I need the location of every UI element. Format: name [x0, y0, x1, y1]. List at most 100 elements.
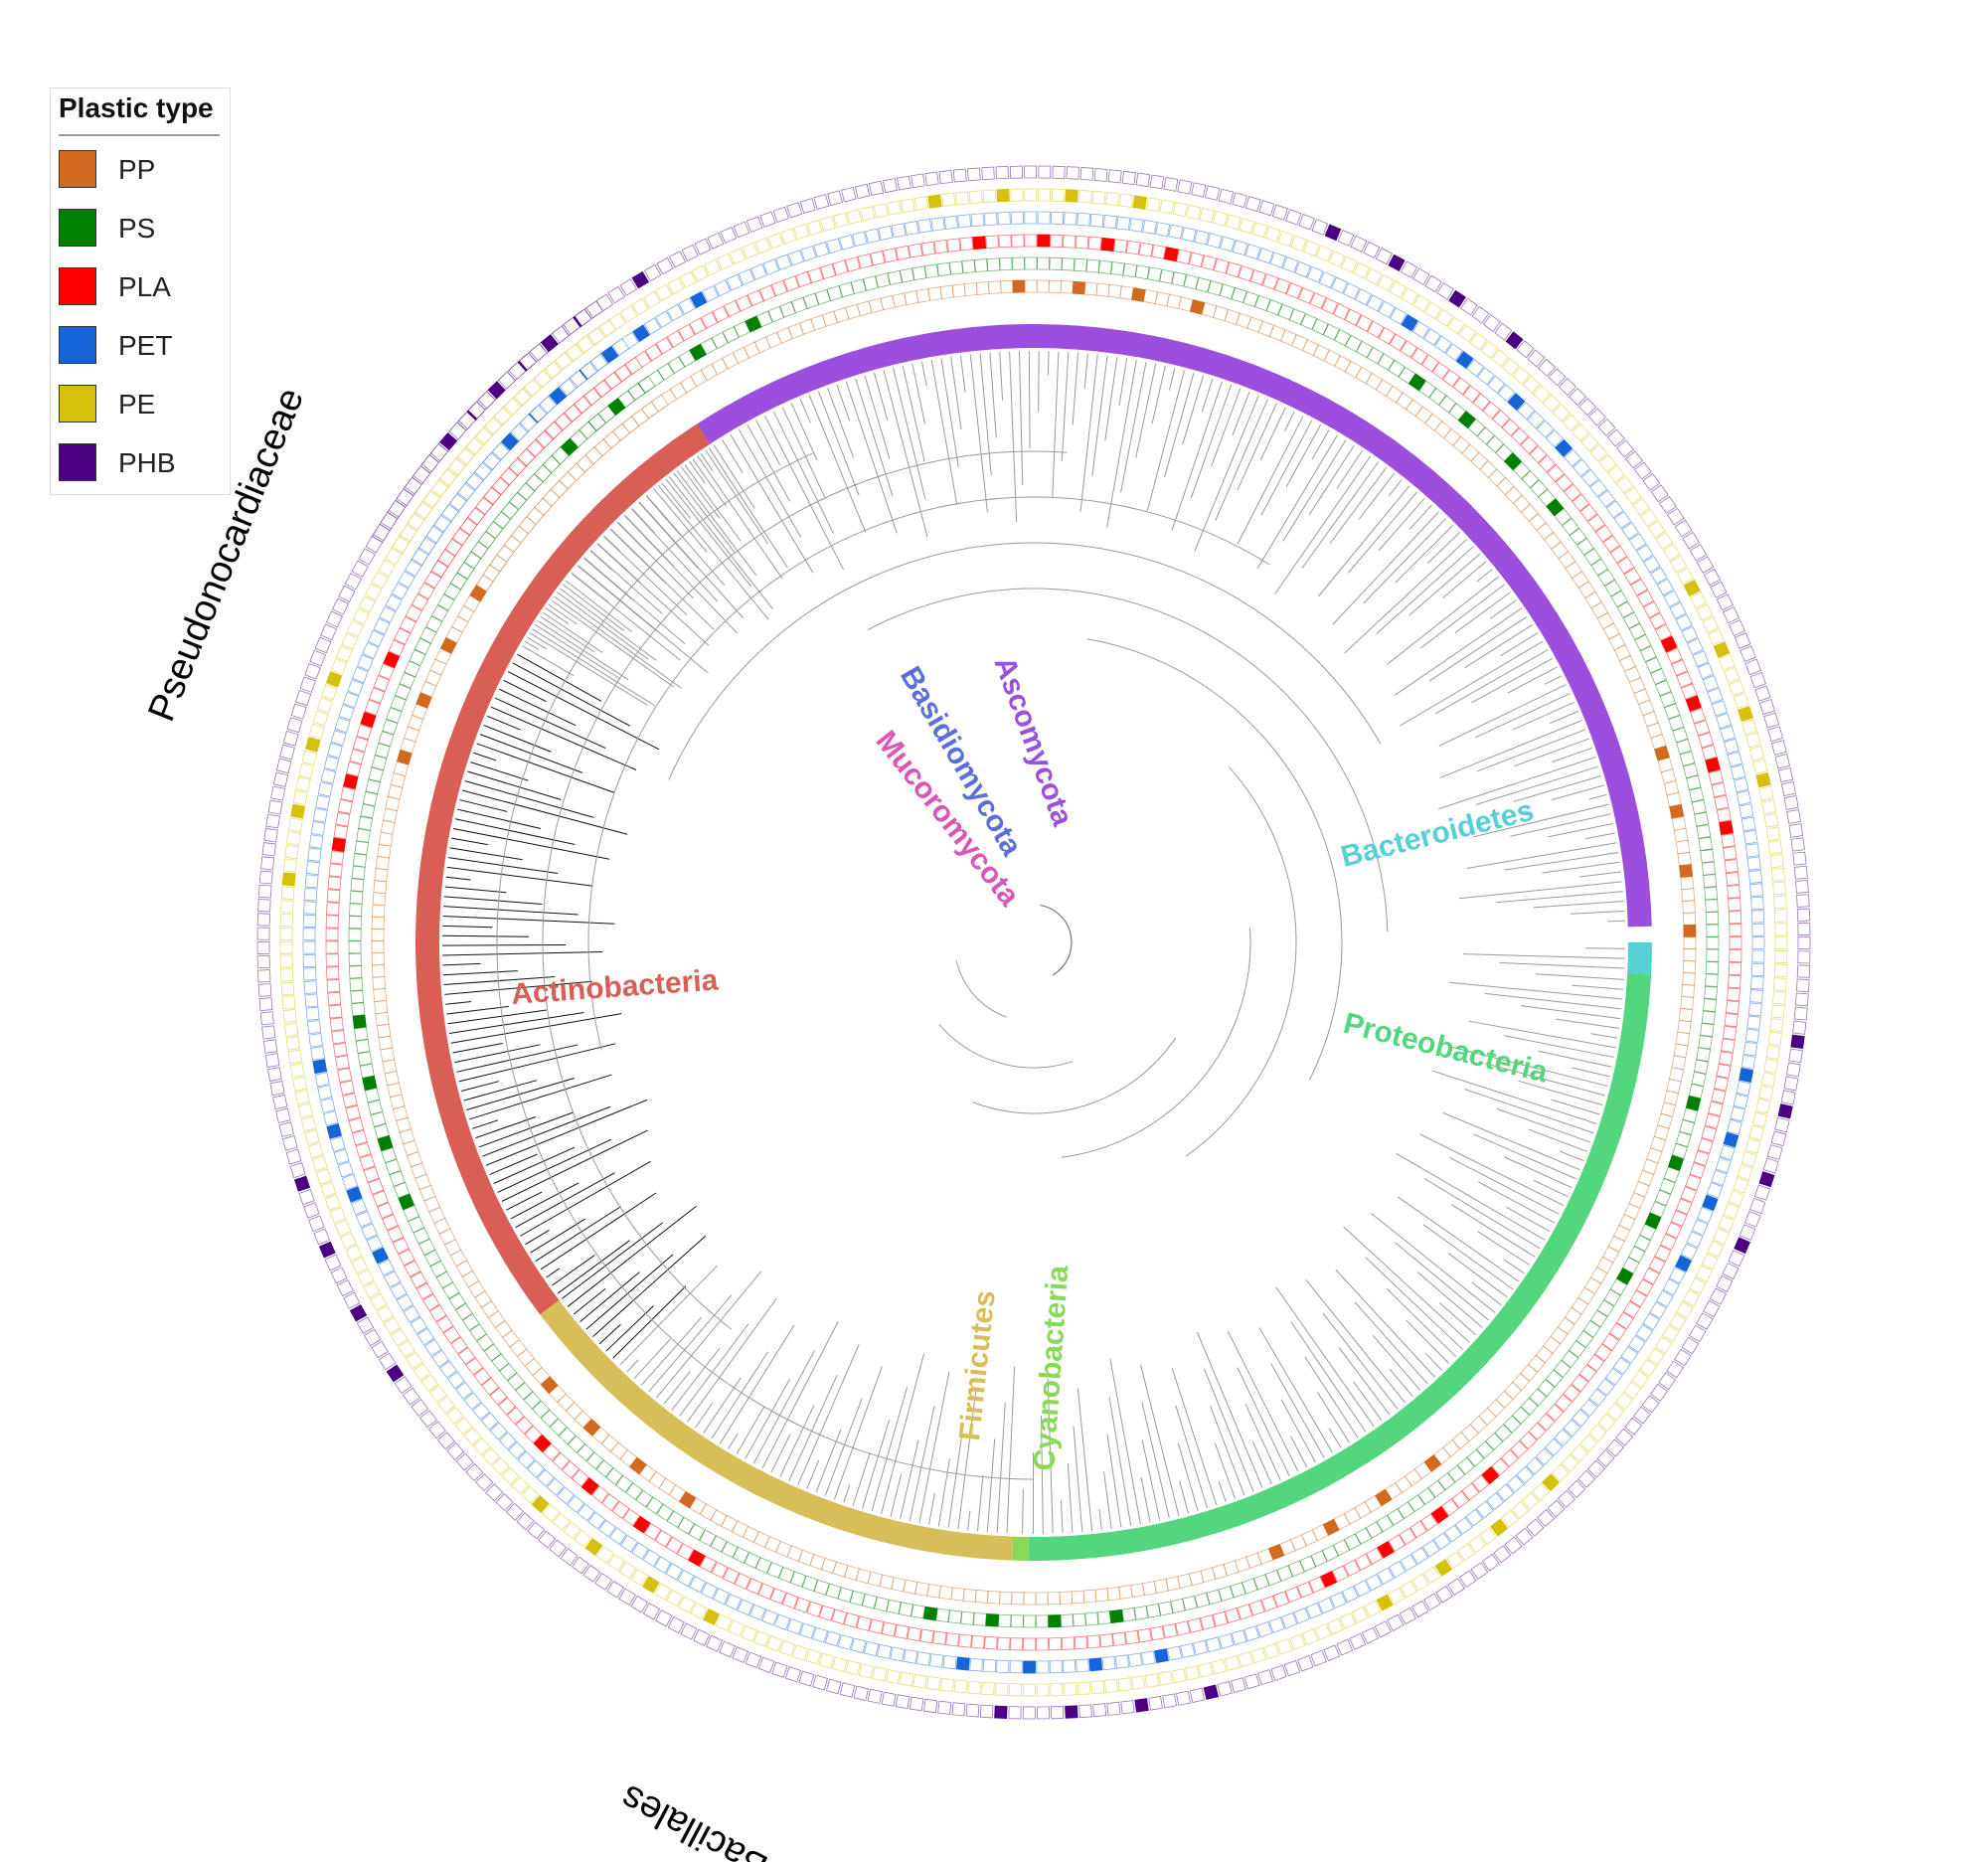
- branch: [883, 370, 928, 537]
- plastic-cell: [1683, 948, 1697, 962]
- plastic-cell: [437, 549, 456, 568]
- plastic-cell: [303, 887, 318, 902]
- plastic-cell: [1051, 188, 1065, 202]
- branch: [1503, 1035, 1614, 1059]
- plastic-cell: [1743, 829, 1758, 845]
- plastic-cell: [321, 684, 338, 701]
- plastic-cell: [489, 1422, 508, 1440]
- plastic-cell: [304, 1129, 320, 1145]
- plastic-cell: [352, 853, 368, 868]
- plastic-cell: [1689, 1276, 1707, 1295]
- plastic-cell: [1479, 1527, 1498, 1545]
- plastic-cell: [1448, 403, 1467, 422]
- plastic-cell: [783, 275, 800, 292]
- plastic-cell: [786, 202, 803, 219]
- plastic-cell: [352, 666, 369, 684]
- plastic-cell: [373, 523, 391, 542]
- plastic-cell: [1647, 520, 1666, 539]
- plastic-cell: [614, 364, 632, 383]
- plastic-cell: [1147, 266, 1162, 282]
- plastic-cell: [1205, 1636, 1222, 1653]
- branch: [1009, 351, 1018, 523]
- plastic-cell: [1452, 377, 1471, 396]
- tree-branches: [442, 351, 1625, 1535]
- plastic-cell: [678, 1596, 696, 1613]
- branch: [1590, 1033, 1618, 1039]
- plastic-cell: [436, 1432, 455, 1450]
- plastic-cell: [1077, 212, 1091, 227]
- plastic-cell: [507, 1440, 527, 1460]
- plastic-cell: [364, 1087, 381, 1103]
- branch: [585, 1254, 674, 1330]
- plastic-cell: [1714, 794, 1730, 810]
- branch: [1388, 479, 1403, 497]
- branch: [824, 1398, 863, 1496]
- plastic-cell: [1698, 1035, 1713, 1050]
- plastic-cell: [1120, 1700, 1135, 1715]
- plastic-cell: [608, 1527, 627, 1546]
- plastic-cell: [775, 254, 792, 271]
- plastic-cell: [1493, 1545, 1512, 1564]
- plastic-cell: [331, 837, 347, 852]
- plastic-cell: [554, 413, 573, 431]
- branch: [596, 543, 641, 584]
- plastic-cell: [1675, 1130, 1692, 1147]
- plastic-cell: [1462, 385, 1481, 404]
- plastic-cell: [1135, 172, 1151, 188]
- plastic-cell: [1036, 279, 1050, 293]
- plastic-cell: [1711, 1088, 1727, 1104]
- plastic-cell: [388, 639, 406, 657]
- plastic-cell: [351, 560, 369, 578]
- plastic-cell: [385, 1158, 402, 1175]
- branch: [1428, 615, 1528, 682]
- plastic-cell: [474, 462, 493, 481]
- branch: [1194, 395, 1259, 553]
- plastic-cell: [1113, 239, 1128, 254]
- plastic-cell: [337, 1068, 353, 1083]
- plastic-cell: [1195, 276, 1212, 293]
- plastic-cell: [1748, 1124, 1765, 1141]
- plastic-cell: [1226, 214, 1242, 231]
- plastic-cell: [313, 1228, 331, 1246]
- plastic-cell: [500, 432, 520, 451]
- branch: [763, 415, 844, 571]
- branch: [1442, 1111, 1580, 1171]
- plastic-cell: [943, 215, 958, 230]
- plastic-cell: [913, 196, 929, 211]
- plastic-cell: [1737, 1164, 1753, 1181]
- branch: [1135, 363, 1157, 458]
- plastic-cell: [529, 405, 548, 423]
- plastic-cell: [666, 1589, 684, 1608]
- plastic-cell: [1492, 410, 1511, 428]
- plastic-cell: [1036, 1637, 1050, 1651]
- plastic-cell: [1378, 300, 1396, 319]
- plastic-cell: [1733, 1177, 1749, 1194]
- plastic-cell: [1797, 950, 1811, 964]
- plastic-cell: [1468, 1535, 1487, 1554]
- plastic-cell: [1649, 1201, 1667, 1218]
- plastic-cell: [467, 401, 486, 420]
- plastic-cell: [1691, 1219, 1709, 1236]
- plastic-cell: [1507, 393, 1526, 412]
- branch: [475, 1116, 537, 1139]
- plastic-cell: [1311, 318, 1329, 336]
- plastic-cell: [960, 1610, 975, 1625]
- plastic-cell: [448, 493, 467, 512]
- plastic-cell: [999, 1591, 1013, 1606]
- plastic-cell: [1061, 1636, 1076, 1650]
- plastic-cell: [1749, 989, 1763, 1003]
- branch: [1260, 420, 1313, 516]
- plastic-cell: [766, 1562, 784, 1579]
- plastic-cell: [1074, 257, 1087, 272]
- plastic-cell: [1060, 280, 1075, 294]
- branch: [1431, 1070, 1597, 1124]
- plastic-cell: [371, 952, 385, 966]
- plastic-cell: [1740, 645, 1756, 663]
- branch: [456, 1044, 579, 1073]
- plastic-cell: [911, 1604, 926, 1619]
- plastic-cell: [333, 824, 349, 840]
- plastic-cell: [540, 334, 559, 353]
- plastic-cell: [700, 311, 719, 329]
- plastic-cell: [290, 703, 307, 720]
- branch: [453, 827, 610, 860]
